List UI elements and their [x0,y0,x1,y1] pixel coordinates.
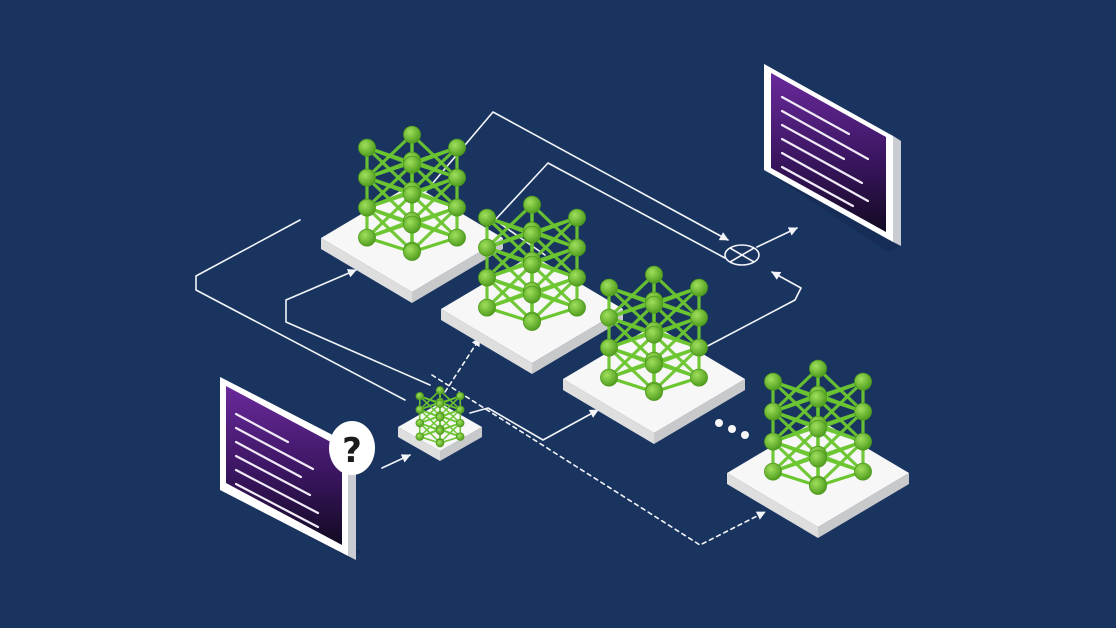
connector-router-to-expert4-dashed [431,374,766,546]
connector-router-to-expert2-dashed [444,337,481,393]
connector-router-to-expert3 [469,407,599,441]
connector-router-to-expert1-long [195,219,406,401]
connector-router-to-expert1 [285,269,431,386]
neural-network-icon [764,359,872,495]
question-bubble-icon: ? [329,421,375,475]
connector-expert1-to-combiner [409,111,729,241]
connector-input-to-router [381,454,411,469]
neural-network-icon [358,125,466,261]
neural-network-icon [600,265,708,401]
small-network-icon [415,386,465,448]
connector-combiner-to-output [756,227,798,248]
ellipsis-icon [715,419,749,439]
input-monitor-icon: ? [220,377,375,560]
question-mark: ? [342,431,362,471]
neural-network-icon [478,195,586,331]
circle-x-combiner-icon [724,244,760,266]
connector-expert3-to-combiner [699,271,802,351]
output-monitor-icon [764,64,901,252]
